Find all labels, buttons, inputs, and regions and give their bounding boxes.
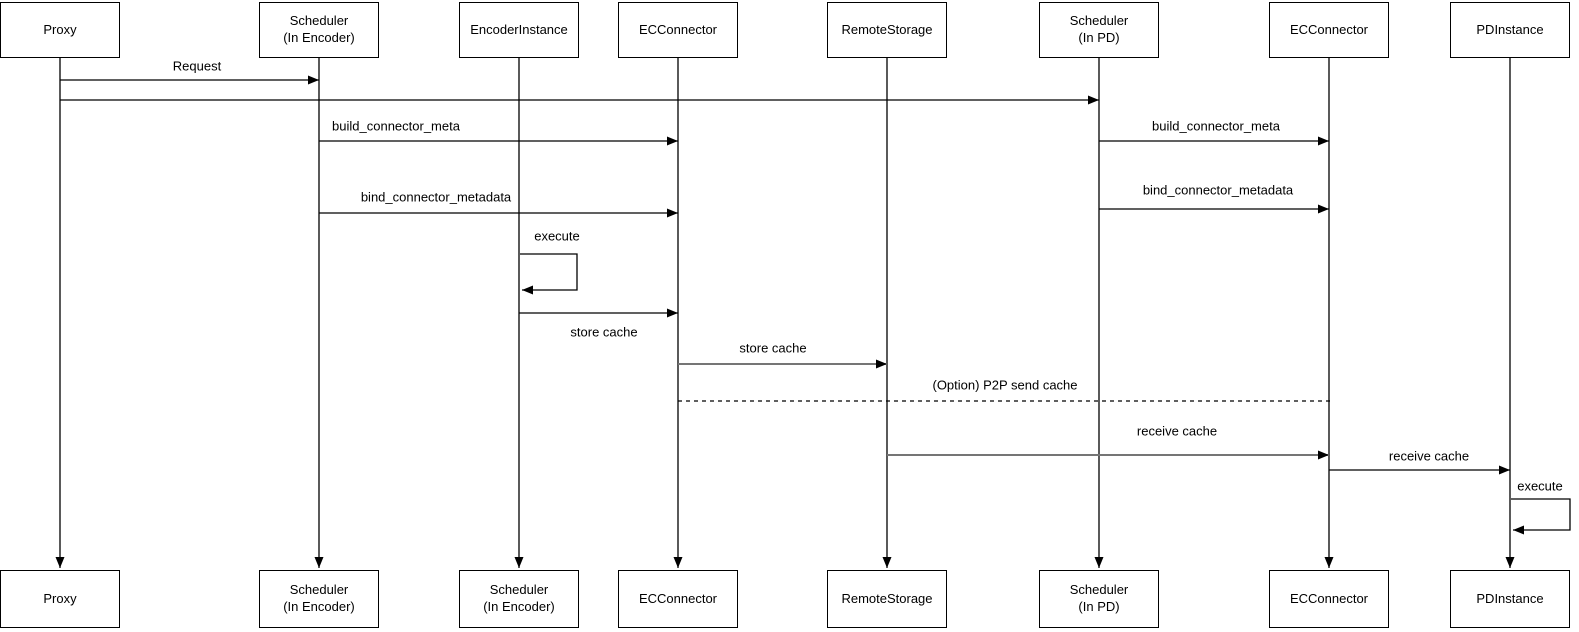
message-label-receive-cache-pd: receive cache [1386,448,1472,464]
actor-label-line: ECConnector [638,21,718,37]
actor-label-line: EncoderInstance [470,21,568,37]
actor-label-line: Scheduler [1069,13,1129,29]
actor-label-line: PDInstance [1476,21,1544,37]
actor-label-line: PDInstance [1476,590,1544,606]
actor-label-line: ECConnector [1289,21,1369,37]
message-label-execute-pd: execute [1515,478,1565,494]
actor-label-line: (In PD) [1078,30,1120,45]
actor-label-line: (In PD) [1078,599,1120,614]
actor-label-line: ECConnector [1289,590,1369,606]
actor-top-box-remote-storage: RemoteStorage [827,2,947,58]
message-label-store-cache-remote: store cache [737,340,809,356]
actor-bottom-box-scheduler-pd: Scheduler(In PD) [1039,570,1159,628]
message-label-build-connector-meta-right: build_connector_meta [1150,118,1282,134]
actor-bottom-box-remote-storage: RemoteStorage [827,570,947,628]
actor-top-box-scheduler-encoder: Scheduler(In Encoder) [259,2,379,58]
actor-bottom-box-ec-connector-pd: ECConnector [1269,570,1389,628]
actor-label-line: Scheduler [1069,582,1129,598]
actor-label-line: Scheduler [289,13,349,29]
actor-label-line: (In Encoder) [283,30,355,45]
actor-label-line: Scheduler [489,582,549,598]
message-label-store-cache-encoder: store cache [568,324,640,340]
actor-label-line: ECConnector [638,590,718,606]
actor-top-box-pd-instance: PDInstance [1450,2,1570,58]
actor-top-box-ec-connector-encoder: ECConnector [618,2,738,58]
actor-bottom-box-scheduler-encoder: Scheduler(In Encoder) [259,570,379,628]
actor-top-box-proxy: Proxy [0,2,120,58]
message-label-bind-connector-metadata-left: bind_connector_metadata [358,189,514,205]
actor-label-line: (In Encoder) [483,599,555,614]
actor-top-box-ec-connector-pd: ECConnector [1269,2,1389,58]
message-label-bind-connector-metadata-right: bind_connector_metadata [1140,182,1296,198]
message-self-loop-execute-pd [1511,498,1571,535]
actor-label-line: RemoteStorage [841,590,933,606]
actor-bottom-box-pd-instance: PDInstance [1450,570,1570,628]
actor-bottom-box-proxy: Proxy [0,570,120,628]
actor-top-box-scheduler-pd: Scheduler(In PD) [1039,2,1159,58]
actor-top-box-encoder-instance: EncoderInstance [459,2,579,58]
actor-label-line: Proxy [43,21,77,37]
message-label-build-connector-meta-left: build_connector_meta [330,118,462,134]
message-label-request: Request [170,58,224,74]
actor-label-line: (In Encoder) [283,599,355,614]
message-label-receive-cache-remote: receive cache [1134,423,1220,439]
actor-bottom-box-ec-connector-encoder: ECConnector [618,570,738,628]
message-self-loop-execute-encoder [520,253,578,295]
actor-label-line: Proxy [43,590,77,606]
message-label-p2p-send-cache: (Option) P2P send cache [930,377,1080,393]
actor-bottom-box-encoder-instance: Scheduler(In Encoder) [459,570,579,628]
actor-label-line: RemoteStorage [841,21,933,37]
message-label-execute-encoder: execute [532,228,582,244]
actor-label-line: Scheduler [289,582,349,598]
